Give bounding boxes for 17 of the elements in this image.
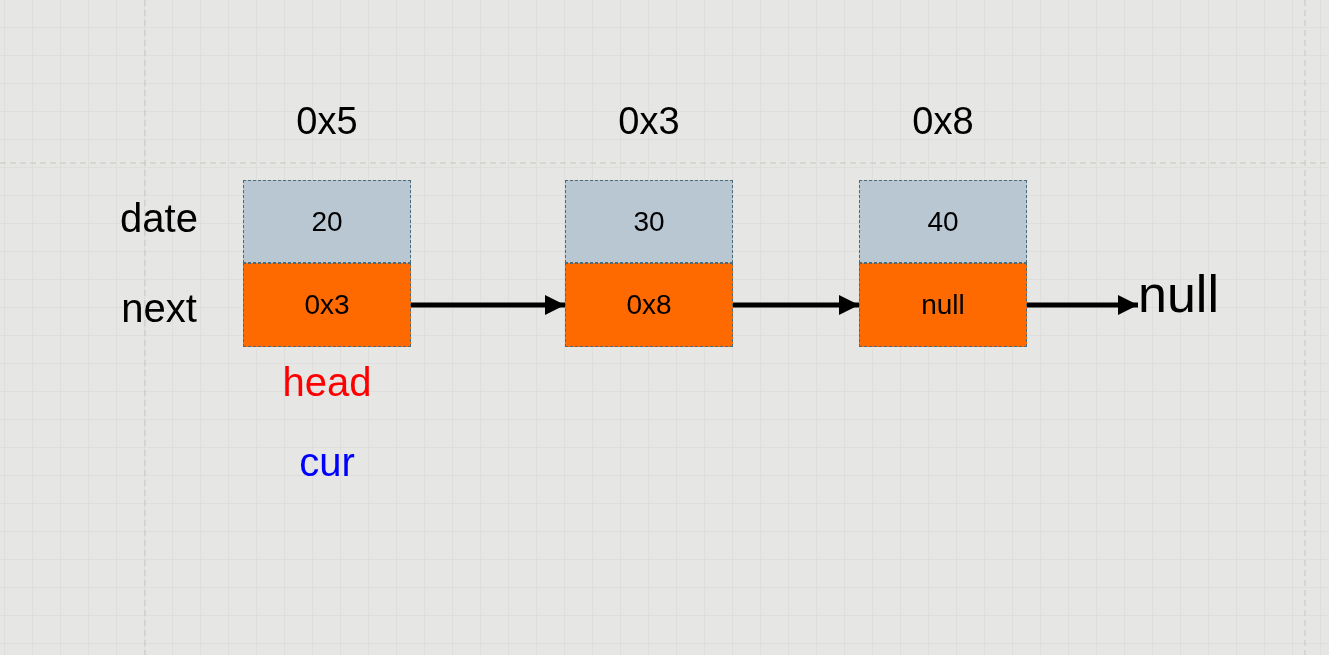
arrow	[411, 295, 565, 315]
data-cell: 40	[859, 180, 1027, 263]
data-cell: 30	[565, 180, 733, 263]
next-cell: null	[859, 263, 1027, 347]
pointer-label: head	[281, 362, 373, 402]
next-cell: 0x3	[243, 263, 411, 347]
next-cell: 0x8	[565, 263, 733, 347]
address-label: 0x3	[617, 102, 681, 140]
arrow	[733, 295, 859, 315]
field-label: date	[119, 198, 199, 238]
address-label: 0x8	[911, 102, 975, 140]
address-label: 0x5	[295, 102, 359, 140]
field-label: next	[120, 288, 198, 328]
null-label: null	[1138, 262, 1278, 326]
pointer-label: cur	[298, 442, 356, 482]
arrow	[1027, 295, 1138, 315]
data-cell: 20	[243, 180, 411, 263]
